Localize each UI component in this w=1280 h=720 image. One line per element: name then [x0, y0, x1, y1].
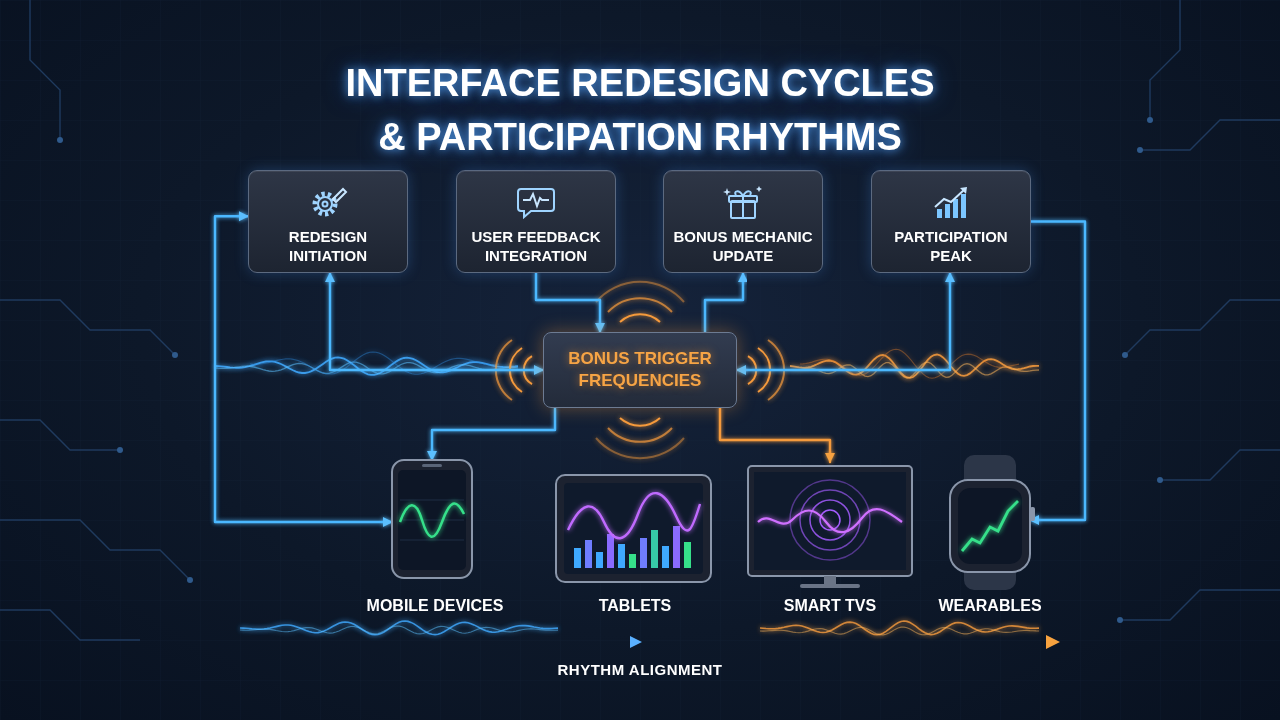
wave-line	[240, 626, 558, 634]
feedback-icon	[514, 185, 558, 221]
wave-line	[215, 357, 518, 375]
process-box: PARTICIPATION PEAK	[871, 170, 1031, 273]
wave-line	[760, 621, 1039, 635]
connector-arrow	[737, 273, 950, 370]
wave-line	[790, 355, 1039, 378]
tablet-illustration	[530, 470, 740, 590]
device-node: MOBILE DEVICES	[330, 460, 540, 620]
phone-illustration	[330, 460, 540, 590]
connector-arrow	[432, 408, 555, 460]
hub-box: BONUS TRIGGER FREQUENCIES	[543, 332, 737, 408]
process-box: USER FEEDBACK INTEGRATION	[456, 170, 616, 273]
process-box: BONUS MECHANIC UPDATE	[663, 170, 823, 273]
device-label: SMART TVS	[680, 596, 980, 616]
watch-illustration	[930, 455, 1050, 595]
diagram-title: INTERFACE REDESIGN CYCLES & PARTICIPATIO…	[335, 56, 945, 164]
process-label: PARTICIPATION PEAK	[878, 227, 1024, 265]
axis-label: RHYTHM ALIGNMENT	[490, 661, 790, 678]
gift-icon	[721, 185, 765, 221]
connector-arrow	[330, 273, 543, 370]
connector-arrow	[408, 220, 456, 222]
chart-icon	[929, 185, 973, 221]
device-label: WEARABLES	[880, 596, 1100, 616]
process-label: BONUS MECHANIC UPDATE	[670, 227, 816, 265]
process-box: REDESIGN INITIATION	[248, 170, 408, 273]
connector-arrow	[720, 408, 830, 462]
connector-arrow	[823, 220, 871, 222]
device-node: WEARABLES	[930, 455, 1050, 620]
process-label: USER FEEDBACK INTEGRATION	[463, 227, 609, 265]
connector-arrow	[1030, 222, 1085, 521]
gear-icon	[306, 185, 350, 221]
connector-arrow	[636, 408, 638, 475]
device-label: TABLETS	[480, 596, 790, 616]
wave-line	[240, 621, 558, 635]
tv-illustration	[730, 462, 930, 592]
circuit-traces	[0, 0, 1280, 640]
device-node: SMART TVS	[730, 462, 930, 620]
wave-line	[760, 627, 1039, 635]
device-label: MOBILE DEVICES	[280, 596, 590, 616]
connector-arrow	[705, 273, 743, 332]
hub-label: BONUS TRIGGER FREQUENCIES	[554, 348, 726, 392]
connector-arrow	[616, 220, 663, 222]
process-label: REDESIGN INITIATION	[255, 227, 401, 265]
circuit-pads	[57, 117, 1163, 623]
connector-arrow	[536, 273, 600, 332]
wave-line	[800, 349, 1019, 378]
device-node: TABLETS	[530, 470, 740, 620]
